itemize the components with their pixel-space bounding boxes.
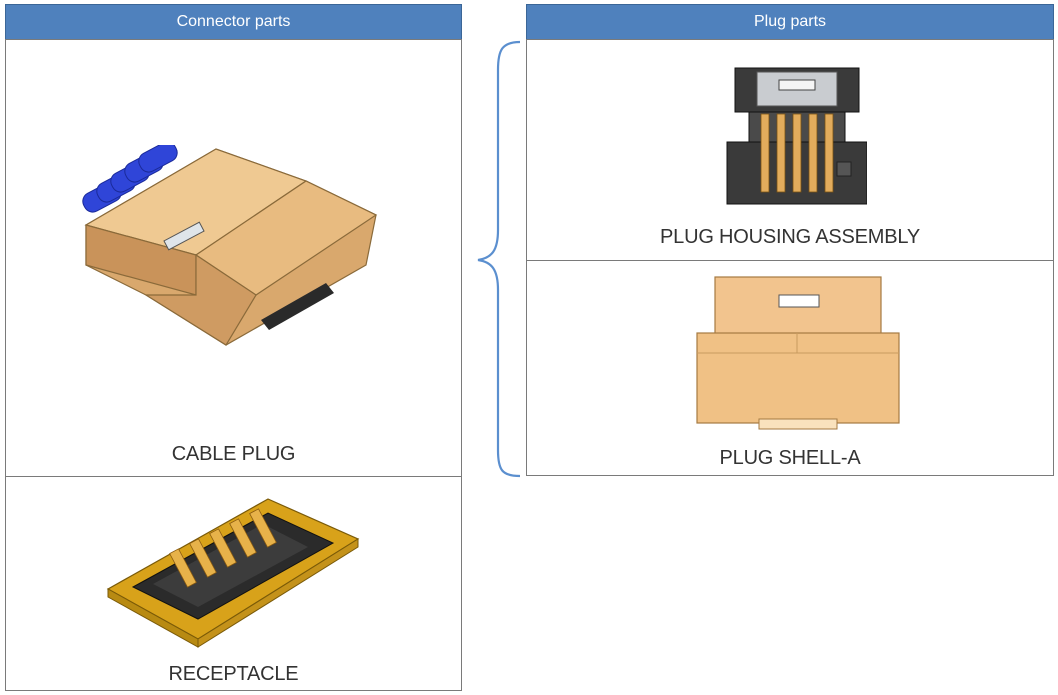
receptacle-label: RECEPTACLE (168, 663, 299, 685)
latch-window (163, 221, 205, 251)
plug-shell-panel: PLUG SHELL-A (526, 260, 1054, 476)
plug-housing-illustration (726, 67, 867, 205)
connector-parts-header: Connector parts (5, 4, 462, 40)
plug-shell-label: PLUG SHELL-A (719, 447, 861, 469)
plug-housing-label: PLUG HOUSING ASSEMBLY (660, 226, 920, 248)
cable-wires (82, 145, 178, 213)
cable-plug-panel: CABLE PLUG (5, 39, 462, 477)
cable-plug-illustration (82, 145, 378, 346)
plug-parts-header: Plug parts (526, 4, 1054, 40)
curly-brace-icon (477, 40, 521, 478)
receptacle-panel: RECEPTACLE (5, 476, 462, 691)
cable-plug-label: CABLE PLUG (171, 443, 296, 465)
contact-slot (261, 283, 334, 330)
plug-shell-illustration (696, 276, 900, 430)
receptacle-illustration (106, 498, 360, 648)
plug-housing-panel: PLUG HOUSING ASSEMBLY (526, 39, 1054, 261)
housing-contacts (760, 113, 834, 193)
contact-pins (169, 508, 277, 588)
